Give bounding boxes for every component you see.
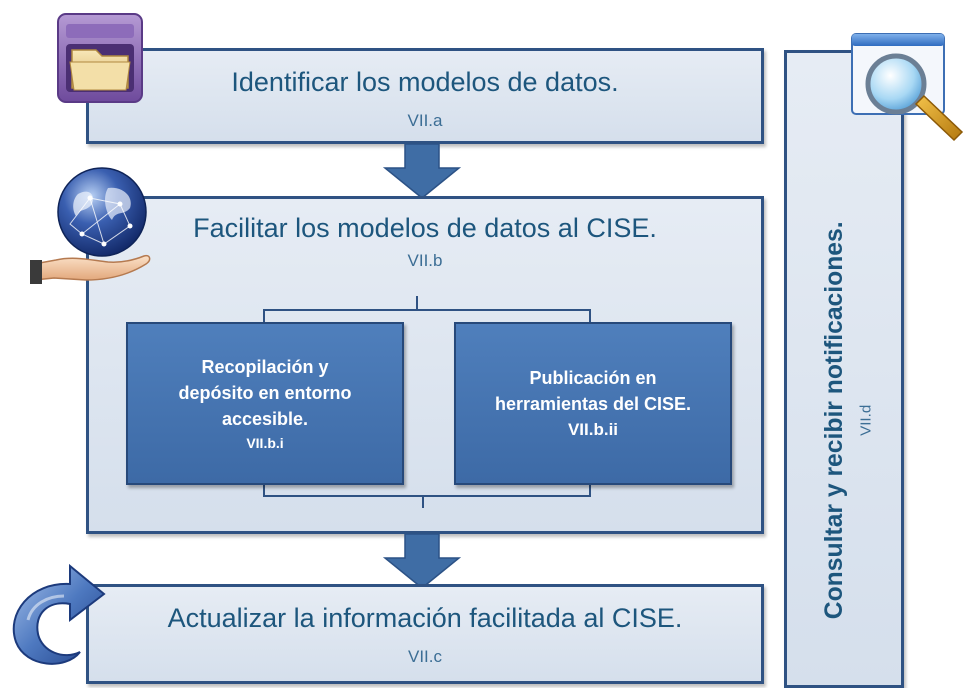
bracket-top <box>263 296 591 322</box>
substep-publicacion-line-1: Publicación en <box>529 367 657 388</box>
substep-recopilacion-line-1: Recopilación y <box>201 356 329 377</box>
refresh-arrow-icon <box>12 563 106 665</box>
step-actualizar-title: Actualizar la información facilitada al … <box>167 603 683 633</box>
step-identificar-code: VII.a <box>407 111 443 130</box>
magnifier-window-icon <box>851 33 964 142</box>
substep-recopilacion-box: Recopilación y depósito en entorno acces… <box>126 322 404 485</box>
substep-recopilacion-line-3: accesible. <box>221 408 309 429</box>
arrow-down-2 <box>382 533 462 589</box>
step-actualizar-box: Actualizar la información facilitada al … <box>86 584 764 684</box>
substep-publicacion-code: VII.b.ii <box>567 419 619 439</box>
step-facilitar-code: VII.b <box>407 251 443 270</box>
bracket-bottom <box>263 485 591 508</box>
substep-recopilacion-line-2: depósito en entorno <box>178 382 352 403</box>
step-consultar-title: Consultar y recibir notificaciones. <box>821 221 848 619</box>
substep-publicacion-box: Publicación en herramientas del CISE. VI… <box>454 322 732 485</box>
step-actualizar-code: VII.c <box>407 647 442 666</box>
step-identificar-title: Identificar los modelos de datos. <box>231 67 619 97</box>
step-consultar-box: Consultar y recibir notificaciones. VII.… <box>784 50 904 688</box>
arrow-down-1 <box>382 143 462 199</box>
substep-publicacion-line-2: herramientas del CISE. <box>494 393 692 414</box>
folder-drawer-icon <box>57 13 143 103</box>
step-consultar-text: Consultar y recibir notificaciones. VII.… <box>821 221 875 619</box>
step-identificar-box: Identificar los modelos de datos. VII.a <box>86 48 764 144</box>
substep-recopilacion-code: VII.b.i <box>246 434 284 451</box>
globe-hand-icon <box>30 167 151 284</box>
step-consultar-code: VII.d <box>858 405 875 436</box>
step-facilitar-title: Facilitar los modelos de datos al CISE. <box>193 213 657 243</box>
